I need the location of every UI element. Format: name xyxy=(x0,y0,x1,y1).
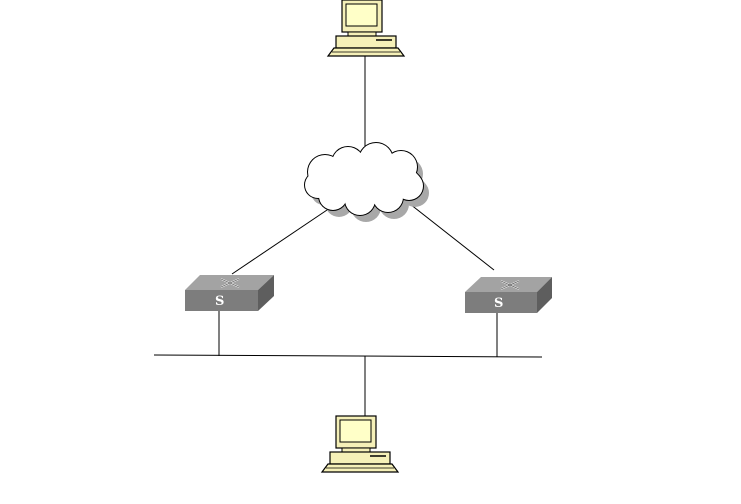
computer-bottom-icon xyxy=(322,416,398,472)
network-cloud-icon xyxy=(304,142,429,222)
switch-right-label: S xyxy=(494,296,503,311)
switch-left-label: S xyxy=(215,294,224,309)
lan-bus-line xyxy=(154,355,542,357)
computer-top-icon xyxy=(328,0,404,56)
switch-left-icon: S xyxy=(185,275,274,311)
link-cloud-switch-right xyxy=(410,204,494,270)
switch-right-icon: S xyxy=(465,277,552,313)
link-cloud-switch-left xyxy=(232,208,330,274)
